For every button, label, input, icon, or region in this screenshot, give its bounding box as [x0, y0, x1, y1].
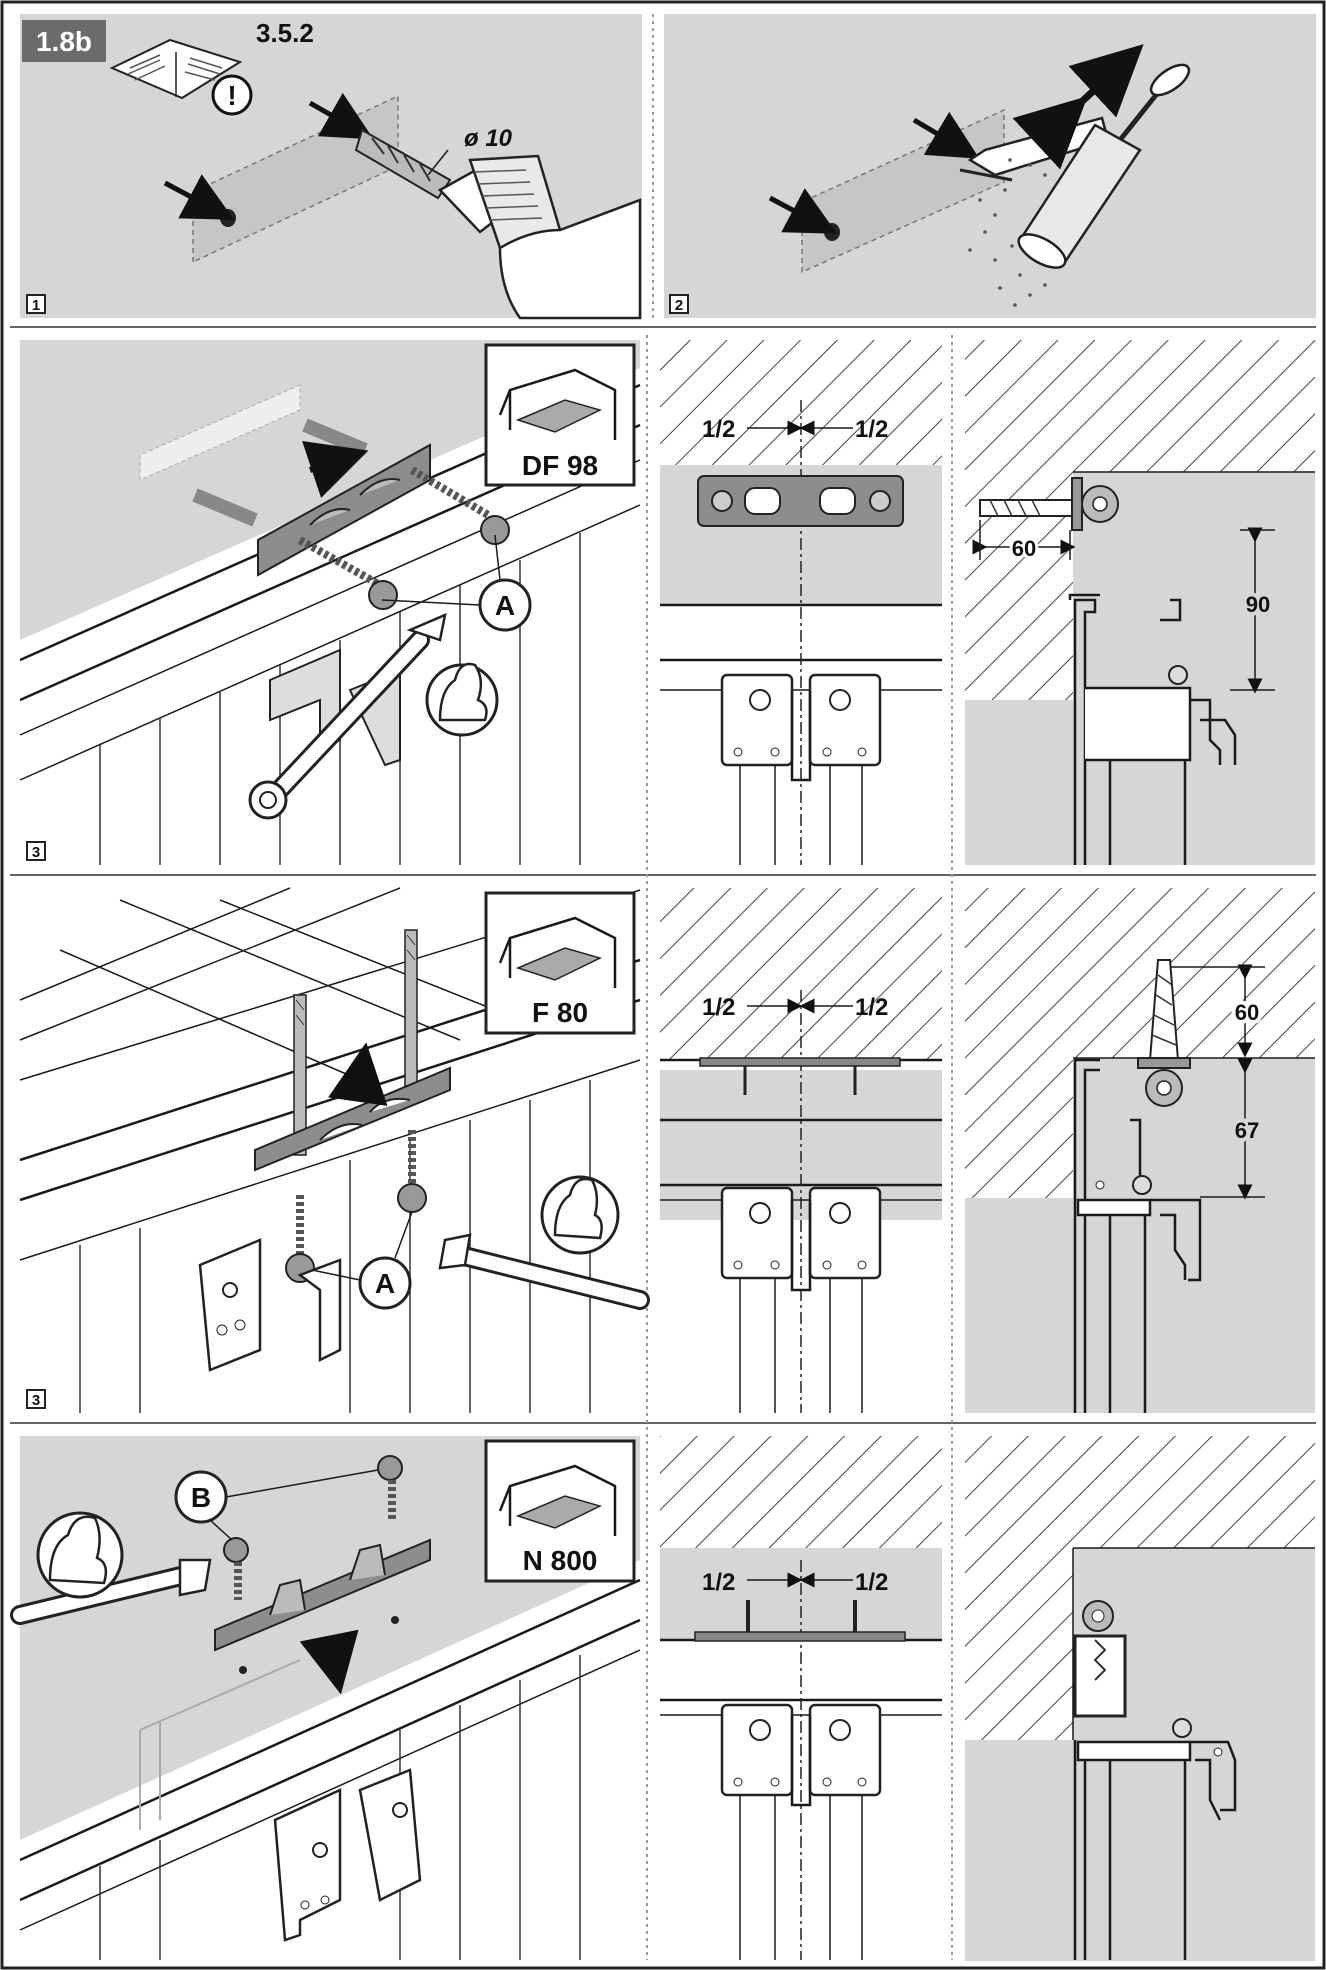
section-badge	[22, 20, 106, 62]
offset-left: 1/2	[702, 1569, 735, 1596]
offset-left: 1/2	[702, 416, 735, 443]
step-number: 1	[32, 297, 40, 314]
part-label: B	[191, 1482, 211, 1513]
door-frame-icon	[498, 1464, 617, 1536]
f80-side-view: 60 67	[965, 888, 1315, 1413]
manual-book-icon	[109, 38, 243, 100]
strong-arm-icon	[36, 1511, 124, 1599]
wrench-icon	[248, 612, 447, 820]
step-number: 3	[32, 844, 40, 861]
f80-perspective-panel: A F 80 3	[19, 887, 650, 1413]
offset-right: 1/2	[855, 1569, 888, 1596]
strong-arm-icon	[425, 662, 499, 737]
step-2-panel: 2	[664, 14, 1316, 318]
n800-perspective-panel: B N 800	[10, 1436, 641, 1961]
warning-icon: !	[211, 74, 253, 116]
door-frame-icon	[498, 368, 617, 440]
df98-side-view: 60 90	[965, 340, 1315, 865]
n800-side-view	[965, 1436, 1315, 1961]
dim-horizontal: 60	[1012, 536, 1036, 561]
wrench-icon	[10, 1558, 212, 1625]
step-number: 3	[32, 1392, 40, 1409]
dim-lower: 67	[1235, 1118, 1259, 1143]
f80-front-view: 1/2 1/2	[660, 888, 942, 1413]
dim-upper: 60	[1235, 1000, 1259, 1025]
dim-vertical: 90	[1246, 592, 1270, 617]
offset-right: 1/2	[855, 994, 888, 1021]
model-code: N 800	[523, 1545, 598, 1576]
section-badge-text: 1.8b	[36, 26, 92, 57]
door-frame-icon	[498, 916, 617, 988]
drill-icon	[437, 154, 642, 320]
svg-text:!: !	[227, 80, 236, 111]
drill-diameter: ø 10	[464, 125, 513, 152]
step-number: 2	[675, 297, 683, 314]
step-1-panel: 1.8b 3.5.2 ! ø 10 1	[20, 14, 642, 320]
part-label: A	[375, 1268, 395, 1299]
n800-front-view: 1/2 1/2	[660, 1436, 942, 1960]
df98-front-view: 1/2 1/2	[660, 340, 942, 865]
wrench-icon	[438, 1233, 650, 1310]
part-label: A	[495, 590, 515, 621]
strong-arm-icon	[540, 1175, 620, 1255]
offset-left: 1/2	[702, 994, 735, 1021]
model-code: DF 98	[522, 450, 598, 481]
model-code: F 80	[532, 997, 588, 1028]
offset-right: 1/2	[855, 416, 888, 443]
df98-perspective-panel: A DF 98 3	[19, 340, 641, 865]
manual-reference: 3.5.2	[256, 18, 314, 48]
